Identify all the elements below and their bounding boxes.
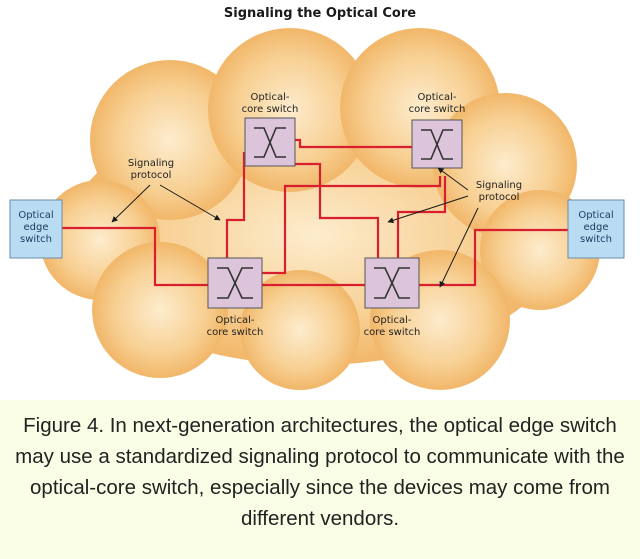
arrow-right-to-core [387, 195, 469, 224]
edge-switch-left [9, 199, 63, 259]
signaling-arrows [111, 167, 479, 288]
link-bl-to-br-upper [262, 176, 442, 275]
optical-links [62, 138, 568, 287]
label-signaling-protocol-left: Signaling protocol [127, 158, 175, 181]
cross-connect-icon [254, 127, 286, 158]
label-core-switch-top-right: Optical- core switch [408, 92, 466, 115]
label-edge-switch-right: Optical edge switch [578, 210, 614, 245]
diagram-title: Signaling the Optical Core [223, 6, 417, 21]
core-switch-top-right [411, 119, 463, 169]
core-switch-bottom-right [364, 257, 420, 309]
edge-switch-right [567, 199, 625, 259]
label-core-switch-bottom-left: Optical- core switch [206, 315, 264, 338]
label-core-switch-top-left: Optical- core switch [241, 92, 299, 115]
label-core-switch-bottom-right: Optical- core switch [363, 315, 421, 338]
arrow-left-to-core [159, 184, 221, 221]
label-edge-switch-left: Optical edge switch [18, 210, 54, 245]
label-signaling-protocol-right: Signaling protocol [475, 180, 523, 203]
core-switch-top-left [244, 117, 296, 167]
cross-connect-icon [421, 129, 453, 160]
cross-connect-icon [374, 267, 410, 299]
link-right-edge-to-core [419, 228, 568, 287]
link-tr-to-br [396, 176, 447, 258]
figure-caption: Figure 4. In next-generation architectur… [0, 400, 640, 559]
link-left-edge-to-core [62, 226, 208, 287]
core-switch-bottom-left [207, 257, 263, 309]
diagram-canvas [9, 28, 625, 390]
arrow-left-to-edge [111, 184, 151, 223]
cross-connect-icon [217, 267, 253, 299]
link-tl-to-bl [225, 152, 246, 258]
arrow-right-to-top-switch [437, 167, 469, 191]
network-diagram: Signaling the Optical Core Optical- core… [9, 6, 625, 390]
arrow-right-to-link [439, 207, 479, 288]
